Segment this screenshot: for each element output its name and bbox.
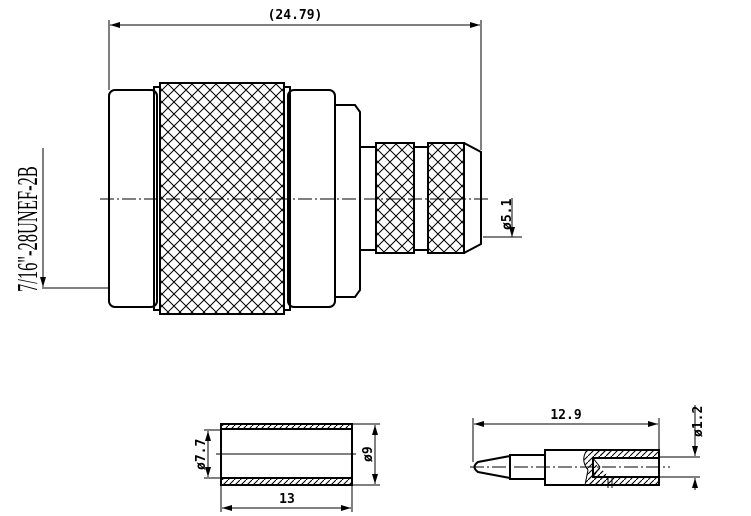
- ferrule-inner-diameter-label: ø7.7: [194, 439, 209, 470]
- ferrule-outer-diameter-label: ø9: [361, 446, 376, 462]
- thread-callout: 7/16"-28UNEF-2B: [13, 148, 108, 292]
- knurled-sleeve-1: [375, 142, 415, 254]
- cable-diameter-label: ø5.1: [500, 199, 515, 230]
- cable-diameter-dimension: ø5.1: [483, 198, 522, 238]
- pin-hole-diameter-label: ø1.2: [691, 406, 706, 437]
- ferrule-drawing: ø7.7 ø9 13: [194, 423, 380, 512]
- overall-length-dimension: (24.79): [108, 8, 482, 150]
- knurled-sleeve-2: [427, 142, 465, 254]
- thread-spec-label: 7/16"-28UNEF-2B: [13, 166, 45, 292]
- pin-drawing: 12.9 ø1.2: [470, 405, 706, 490]
- ferrule-length-label: 13: [279, 492, 295, 507]
- pin-length-label: 12.9: [550, 408, 581, 423]
- connector-body: [100, 82, 490, 315]
- overall-length-label: (24.79): [268, 8, 323, 23]
